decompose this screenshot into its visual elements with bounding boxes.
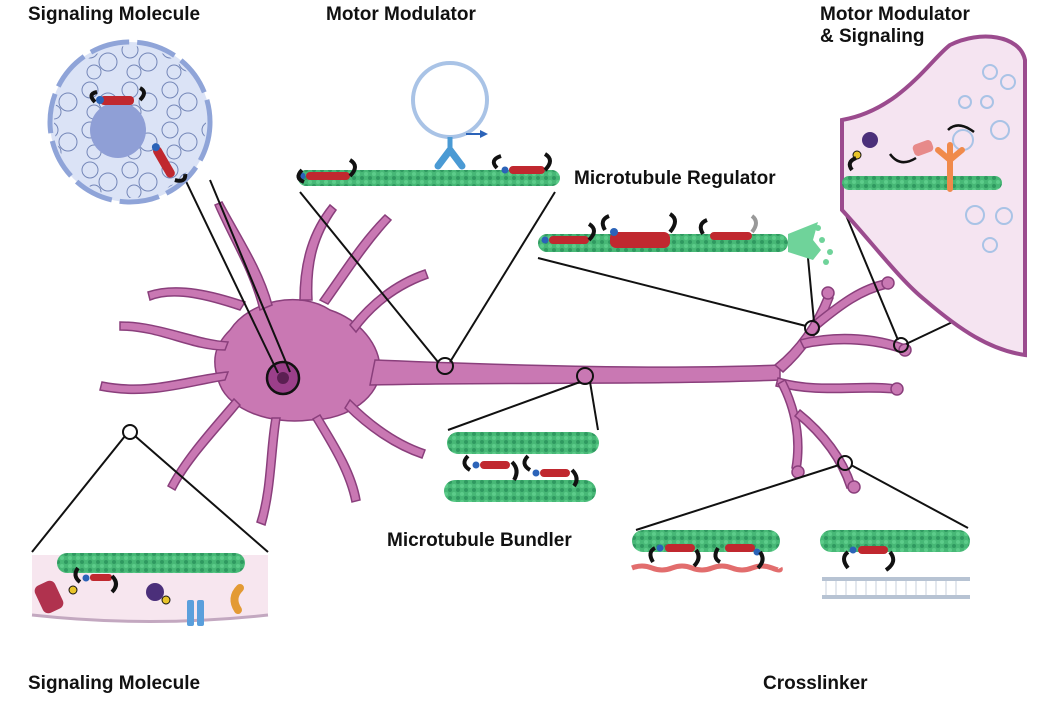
nucleolus-inset [90,102,146,158]
protein-chain [73,566,118,594]
callout-lines [31,147,1021,553]
protein-chain [296,158,357,184]
dendrite [214,201,273,312]
dendrite [119,321,230,351]
zoom-markers [122,320,909,471]
protein-chain [713,544,765,570]
dendrite [311,413,361,503]
kinase-icon [912,140,934,156]
protein-chain [648,544,701,568]
motor-modulator-inset [296,61,560,186]
label-crosslinker: Crosslinker [763,673,868,694]
dendrite [349,269,429,334]
axon-terminal [798,333,906,354]
zoom-marker-synapse [893,337,909,353]
axon-terminal [775,377,896,394]
zoom-marker-branch-2 [837,455,853,471]
microtubule [298,170,560,186]
synapse-inset [840,34,1027,358]
nucleolus [277,372,289,384]
mt-bundler-inset [444,432,599,502]
protein-chain [151,143,188,183]
lipid-bilayer [822,577,970,599]
actin-filament [631,563,783,573]
kinase-icon [34,580,64,614]
dendrite [99,371,230,395]
microtubule [444,480,596,502]
protein-chain [522,454,579,488]
membrane-inset [31,553,269,626]
protein-chain [842,546,896,572]
dendrite [344,398,426,459]
label-motor-modulator-signaling: Motor Modulator & Signaling [820,4,970,48]
microtubule [820,530,970,552]
ion-channel-icon [187,600,204,626]
adaptor-icon [230,584,244,614]
label-line-1: Motor Modulator [820,4,970,25]
zoom-marker-axon-1 [436,357,454,375]
microtubule [842,176,1002,190]
label-signaling-molecule-top: Signaling Molecule [28,4,201,25]
protein-cluster [600,212,677,248]
protein-chain [491,152,552,174]
terminal-bouton [890,382,904,396]
axon-terminal [773,294,834,373]
motor-protein-icon [434,146,466,170]
signaling-molecule-icon [862,132,878,148]
soma [214,298,381,422]
actin-crosslinker-inset [631,530,783,573]
label-microtubule-regulator: Microtubule Regulator [574,168,776,189]
label-line-2: & Signaling [820,26,925,47]
label-microtubule-bundler: Microtubule Bundler [387,530,572,551]
dendrite [147,287,247,311]
microtubule [447,432,599,454]
terminal-bouton [881,276,895,290]
terminal-bouton [821,286,835,300]
vesicle-icon [411,61,489,139]
zoom-marker-branch-1 [804,320,820,336]
protein-chain [541,222,596,244]
protein-chain [89,86,146,105]
signaling-molecule-icon [146,583,164,601]
label-signaling-molecule-bottom: Signaling Molecule [28,673,201,694]
terminal-bouton [847,480,861,494]
zoom-marker-axon-2 [576,367,594,385]
nucleus-inset [47,39,213,205]
vesicle-icon [952,64,1016,253]
axon [369,359,781,386]
membrane-crosslinker-inset [820,530,970,599]
dendrite [299,203,338,301]
protein-chain [462,454,519,482]
zoom-marker-dendrite [122,424,138,440]
dendrite [167,397,242,492]
mt-regulator-inset [538,212,833,265]
protein-chain [698,214,758,240]
microtubule [57,553,245,573]
label-motor-modulator: Motor Modulator [326,4,476,25]
dendrite [256,417,281,526]
receptor-icon [935,142,965,192]
depolymerizing-end [788,222,821,260]
axon-terminal [776,378,803,471]
